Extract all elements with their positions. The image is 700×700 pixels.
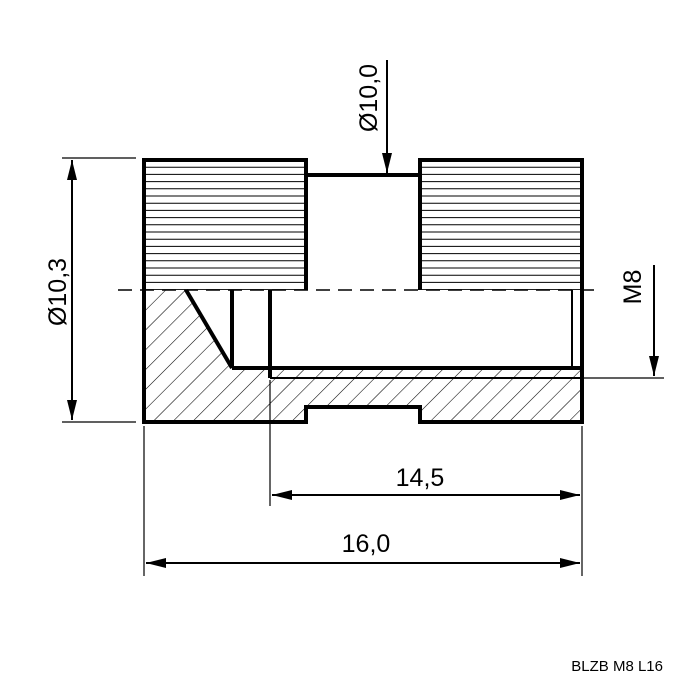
thread-length-label: 14,5 <box>396 464 445 492</box>
upper-outline <box>142 158 308 290</box>
section-hatch <box>144 290 582 422</box>
knurl-left <box>146 166 304 290</box>
total-length-label: 16,0 <box>342 530 391 558</box>
inner-diameter-label: Ø10,0 <box>355 64 383 132</box>
part-code: BLZB M8 L16 <box>571 658 663 675</box>
upper-outline-right <box>418 158 584 290</box>
section-outline <box>142 290 584 424</box>
knurl-right <box>422 166 580 290</box>
outer-diameter-label: Ø10,3 <box>44 258 72 326</box>
chamfer-line <box>184 288 234 370</box>
thread-label: M8 <box>619 270 647 305</box>
